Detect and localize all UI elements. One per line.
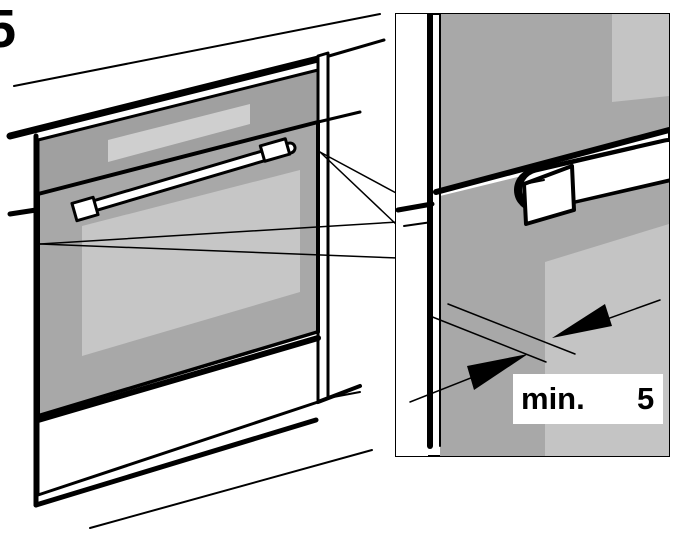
gap-arrow-upper [552, 299, 661, 338]
min-label: min. [521, 381, 585, 416]
display-window [108, 104, 250, 162]
step-number: 5 [0, 0, 17, 59]
detail-control-panel [440, 14, 669, 190]
minimum-gap-label: min. 5 [513, 374, 663, 424]
oven-cabinet-drawing [6, 13, 399, 529]
gap-arrow-lower [409, 354, 528, 403]
door-window [82, 170, 300, 356]
drawer-front [36, 330, 320, 497]
gap-value: 5 [637, 381, 655, 416]
